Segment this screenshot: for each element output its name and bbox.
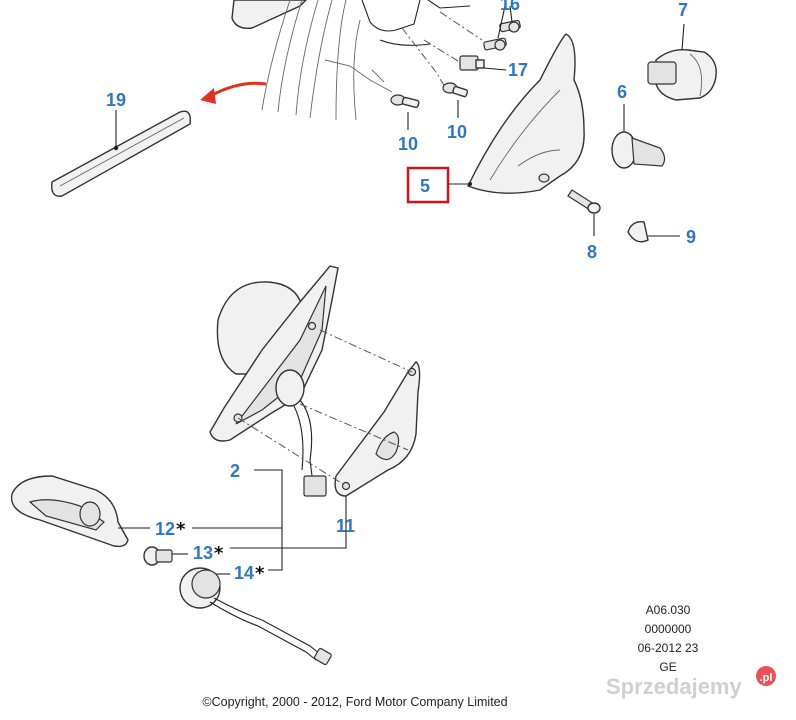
part-17-connector (459, 55, 507, 71)
red-direction-arrow (200, 81, 267, 104)
callout-2: 2 (230, 461, 240, 481)
callout-5: 5 (420, 176, 430, 196)
part-8-screw (567, 189, 601, 236)
callout-16: 16 (500, 0, 520, 14)
part-9-cap (627, 221, 680, 243)
part-12-lamp-unit (10, 475, 129, 548)
reference-line-3: 06-2012 23 (638, 641, 699, 655)
part-5-mirror-cover (467, 33, 585, 194)
part-10-screw-a (390, 94, 420, 130)
callout-9: 9 (686, 227, 696, 247)
part-11-mounting-plate (237, 329, 421, 497)
callout-7: 7 (678, 0, 688, 20)
door-frame-structure (231, 0, 483, 121)
callout-12-star: * (176, 519, 186, 540)
callout-14-star: * (255, 563, 265, 584)
part-19-trim-strip (51, 110, 191, 197)
highlight-box-5 (406, 166, 472, 204)
part-16-bolts (483, 5, 521, 51)
reference-line-1: A06.030 (646, 603, 691, 617)
part-10-screw-b (442, 82, 469, 118)
callout-6: 6 (617, 82, 627, 102)
callout-10-a: 10 (398, 134, 418, 154)
reference-line-2: 0000000 (645, 622, 692, 636)
part-2-mirror-assembly (209, 265, 339, 497)
part-13-bulb (143, 546, 173, 566)
callout-17: 17 (508, 60, 528, 80)
watermark-suffix: .pl (760, 672, 773, 684)
callout-11: 11 (336, 516, 355, 536)
watermark-text: Sprzedajemy (606, 674, 742, 699)
callout-10-b: 10 (447, 122, 467, 142)
callout-13-star: * (214, 543, 224, 564)
callout-19: 19 (106, 90, 126, 110)
copyright-notice: ©Copyright, 2000 - 2012, Ford Motor Comp… (202, 695, 507, 709)
callout-12: 12 (155, 519, 175, 539)
watermark-dot (756, 666, 776, 686)
sprzedajemy-watermark: Sprzedajemy .pl (606, 666, 776, 699)
part-14-bulb-holder (179, 567, 332, 666)
reference-line-4: GE (659, 660, 676, 674)
part-6-grommet (611, 104, 666, 169)
callout-13: 13 (193, 543, 213, 563)
leader-lines (118, 469, 347, 575)
part-7-clip (647, 23, 717, 101)
callout-14: 14 (234, 563, 254, 583)
callout-8: 8 (587, 242, 597, 262)
